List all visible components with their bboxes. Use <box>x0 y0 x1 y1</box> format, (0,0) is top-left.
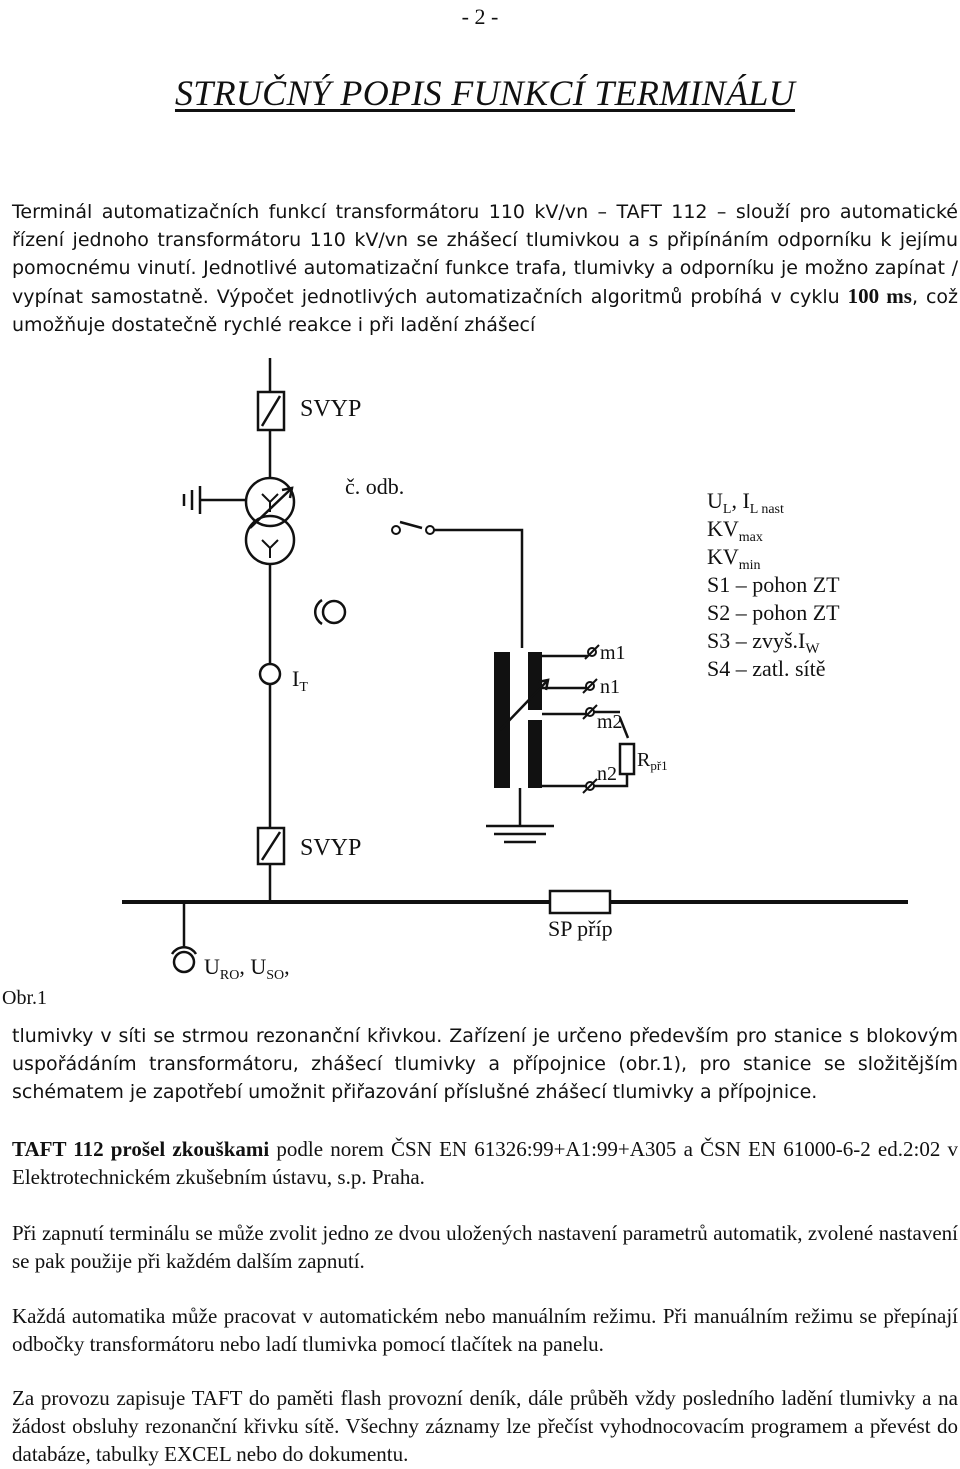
n2-label: n2 <box>597 763 617 785</box>
voltage-transformer <box>172 950 196 974</box>
transformer-primary-winding <box>244 476 296 528</box>
svyp-top-blade <box>260 395 282 427</box>
m1-terminal <box>587 647 597 657</box>
n1-terminal <box>585 681 595 691</box>
reactor-feed-line <box>434 528 524 648</box>
vt-arc <box>170 945 198 955</box>
intro-paragraph: Terminál automatizačních funkcí transfor… <box>12 198 958 339</box>
paragraph-modes: Každá automatika může pracovat v automat… <box>12 1304 958 1356</box>
page-title: STRUČNÝ POPIS FUNKCÍ TERMINÁLU <box>174 73 796 113</box>
ct-upper <box>321 599 347 625</box>
signal-kvmin: KVmin <box>707 544 761 573</box>
rpr1-switch-blade <box>618 717 630 739</box>
signal-s1: S1 – pohon ZT <box>707 572 840 597</box>
star-symbol-secondary <box>261 539 279 550</box>
svyp-bottom-blade <box>260 831 282 861</box>
intro-text: Terminál automatizačních funkcí transfor… <box>12 201 958 308</box>
intro-text-end: , což umožňuje dostatečně rychlé reakce … <box>12 286 958 336</box>
tests-heading: TAFT 112 prošel zkouškami <box>12 1137 270 1161</box>
m2-terminal-slash <box>582 704 598 720</box>
signal-s3: S3 – zvyš.IW <box>707 628 820 657</box>
it-current-transformer <box>258 662 282 686</box>
paragraph-tests: TAFT 112 prošel zkouškami podle norem ČS… <box>12 1135 958 1191</box>
uro-uso-label: URO, USO, <box>204 954 290 983</box>
reactor-switch-contact-right <box>425 525 435 535</box>
n2-terminal-slash <box>582 778 598 794</box>
wiring-diagram: SVYP č. odb. IT m1 n1 m2 <box>2 358 908 1009</box>
tap-changer-arrowhead <box>281 486 294 499</box>
signal-kvmax: KVmax <box>707 516 763 545</box>
paragraph-settings: Při zapnutí terminálu se může zvolit jed… <box>12 1221 958 1273</box>
n1-label: n1 <box>600 676 620 698</box>
m1-label: m1 <box>600 642 626 664</box>
cycle-time: 100 ms <box>847 284 912 308</box>
svyp-top-label: SVYP <box>300 396 361 422</box>
reactor-core <box>494 652 510 788</box>
reactor-switch-contact-left <box>391 525 401 535</box>
rpr1-lead-bottom <box>594 774 629 788</box>
signal-s2: S2 – pohon ZT <box>707 600 840 625</box>
tests-text: podle norem ČSN EN 61326:99+A1:99+A305 a… <box>12 1137 958 1189</box>
star-symbol-primary <box>261 493 279 504</box>
tap-number-label: č. odb. <box>345 474 404 499</box>
n1-terminal-slash <box>582 678 598 694</box>
svyp-bottom-label: SVYP <box>300 835 361 861</box>
rpr1-resistor <box>618 742 636 776</box>
spacer <box>290 530 400 540</box>
page-number: - 2 - <box>461 4 499 29</box>
m1-terminal-slash <box>584 644 600 660</box>
figure-label: Obr.1 <box>2 987 47 1009</box>
reactor-switch-blade <box>399 520 423 530</box>
signal-s4: S4 – zatl. sítě <box>707 656 826 681</box>
sp-prip-label: SP příp <box>548 916 613 941</box>
reactor-adjust-arrowhead <box>537 678 550 691</box>
sp-prip-resistor <box>548 889 612 915</box>
it-label: IT <box>292 666 308 695</box>
m2-label: m2 <box>597 711 623 733</box>
reactor-adjust-arrow <box>499 679 549 731</box>
signal-ul-il: UL, IL nast <box>707 488 784 517</box>
paragraph-application: tlumivky v síti se strmou rezonanční kři… <box>12 1025 958 1103</box>
rpr1-label: Rpř1 <box>637 749 668 773</box>
ct-upper-arc <box>313 598 323 626</box>
reactor-aux-winding-lower <box>528 720 542 788</box>
paragraph-logging: Za provozu zapisuje TAFT do paměti flash… <box>12 1386 958 1466</box>
